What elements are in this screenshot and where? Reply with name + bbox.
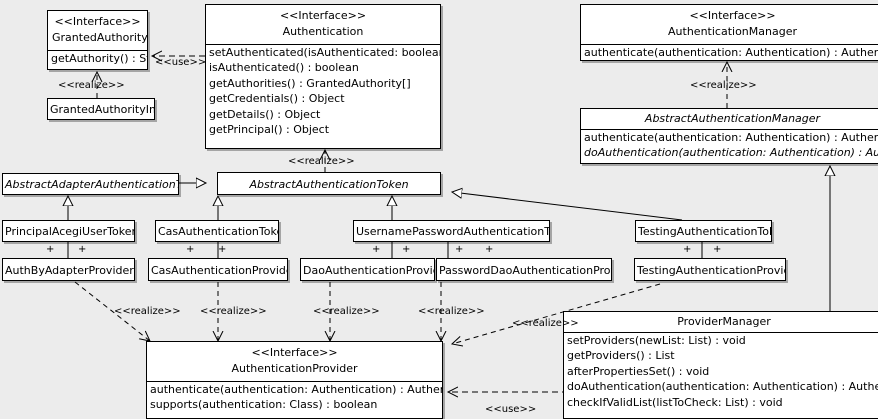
- class-name: Authentication: [282, 25, 364, 38]
- association-end-plus: +: [485, 244, 494, 255]
- class-abstract-authentication-token[interactable]: AbstractAuthenticationToken: [217, 172, 441, 195]
- edge-label-realize-password-dao-authentication-provider: <<realize>>: [418, 306, 485, 317]
- association-end-plus: +: [372, 244, 381, 255]
- class-abstract-authentication-manager[interactable]: AbstractAuthenticationManager authentica…: [580, 108, 878, 164]
- class-name: UsernamePasswordAuthenticationToken: [356, 225, 550, 238]
- operations-compartment: setAuthenticated(isAuthenticated: boolea…: [206, 45, 440, 137]
- class-header: <<Interface>> Authentication: [206, 5, 440, 45]
- class-authentication[interactable]: <<Interface>> Authentication setAuthenti…: [205, 4, 441, 149]
- class-header: <<Interface>> AuthenticationProvider: [147, 342, 442, 382]
- class-name: CasAuthenticationProvider: [151, 264, 288, 277]
- class-cas-authentication-token[interactable]: CasAuthenticationToken: [155, 220, 279, 242]
- operation: setAuthenticated(isAuthenticated: boolea…: [209, 46, 440, 59]
- class-password-dao-authentication-provider[interactable]: PasswordDaoAuthenticationProvider: [436, 258, 612, 281]
- class-name: PasswordDaoAuthenticationProvider: [439, 264, 611, 277]
- association-end-plus: +: [218, 244, 227, 255]
- edge-label-realize-abstract-authentication-token: <<realize>>: [288, 156, 355, 167]
- operation: setProviders(newList: List) : void: [567, 334, 746, 347]
- operation: checkIfValidList(listToCheck: List) : vo…: [567, 395, 783, 409]
- class-name: TestingAuthenticationProvider: [637, 264, 786, 277]
- edge-label-realize-abstract-authentication-manager: <<realize>>: [690, 80, 757, 91]
- association-end-plus: +: [46, 244, 55, 255]
- operation: doAuthentication(authentication: Authent…: [584, 146, 878, 160]
- class-name: AuthenticationManager: [668, 25, 797, 38]
- class-granted-authority-impl[interactable]: GrantedAuthorityImpl: [47, 98, 155, 120]
- class-name: AbstractAuthenticationManager: [644, 112, 821, 125]
- operations-compartment: authenticate(authentication: Authenticat…: [147, 382, 442, 413]
- class-name: GrantedAuthorityImpl: [50, 103, 154, 116]
- operation: doAuthentication(authentication: Authent…: [567, 380, 878, 394]
- association-end-plus: +: [402, 244, 411, 255]
- edge-label-realize-dao-authentication-provider: <<realize>>: [313, 306, 380, 317]
- operation: getProviders() : List: [567, 349, 675, 363]
- class-header: <<Interface>> AuthenticationManager: [581, 5, 878, 45]
- stereotype-label: <<Interface>>: [251, 346, 338, 359]
- class-name: PrincipalAcegiUserToken: [5, 225, 135, 238]
- class-authentication-provider[interactable]: <<Interface>> AuthenticationProvider aut…: [146, 341, 443, 419]
- class-auth-by-adapter-provider[interactable]: AuthByAdapterProvider: [2, 258, 135, 281]
- class-name: ProviderManager: [677, 315, 771, 328]
- class-testing-authentication-provider[interactable]: TestingAuthenticationProvider: [634, 258, 786, 281]
- operations-compartment: setProviders(newList: List) : void getPr…: [564, 333, 878, 410]
- edge-label-use-provider-manager: <<use>>: [485, 404, 537, 415]
- operation: authenticate(authentication: Authenticat…: [584, 46, 878, 59]
- operations-compartment: authenticate(authentication: Authenticat…: [581, 130, 878, 161]
- class-header: ProviderManager: [564, 312, 878, 333]
- association-end-plus: +: [455, 244, 464, 255]
- class-name: AuthenticationProvider: [231, 362, 358, 375]
- class-testing-authentication-token[interactable]: TestingAuthenticationToken: [635, 220, 772, 242]
- class-name: DaoAuthenticationProvider: [303, 264, 434, 277]
- operation: isAuthenticated() : boolean: [209, 61, 359, 75]
- association-end-plus: +: [713, 244, 722, 255]
- class-authentication-manager[interactable]: <<Interface>> AuthenticationManager auth…: [580, 4, 878, 61]
- operation: getAuthorities() : GrantedAuthority[]: [209, 76, 411, 90]
- class-provider-manager[interactable]: ProviderManager setProviders(newList: Li…: [563, 311, 878, 419]
- stereotype-label: <<Interface>>: [279, 9, 367, 22]
- stereotype-label: <<Interface>>: [54, 15, 141, 28]
- class-principal-acegi-user-token[interactable]: PrincipalAcegiUserToken: [2, 220, 135, 242]
- class-abstract-adapter-authentication-token[interactable]: AbstractAdapterAuthenticationToken: [2, 173, 179, 195]
- class-name: TestingAuthenticationToken: [638, 225, 771, 238]
- class-name: AbstractAuthenticationToken: [249, 178, 409, 191]
- operation: getDetails() : Object: [209, 107, 321, 121]
- class-dao-authentication-provider[interactable]: DaoAuthenticationProvider: [300, 258, 435, 281]
- edge-label-realize-testing-authentication-provider: <<realize>>: [512, 318, 579, 329]
- class-name: GrantedAuthority: [52, 31, 148, 44]
- operation: supports(authentication: Class) : boolea…: [150, 398, 378, 412]
- operation: authenticate(authentication: Authenticat…: [584, 131, 878, 144]
- edge-label-realize-auth-by-adapter-provider: <<realize>>: [114, 306, 181, 317]
- operation: getCredentials() : Object: [209, 92, 345, 106]
- class-cas-authentication-provider[interactable]: CasAuthenticationProvider: [148, 258, 288, 281]
- edge-label-use-granted-authority: <<use>>: [155, 57, 207, 68]
- class-granted-authority[interactable]: <<Interface>> GrantedAuthority getAuthor…: [47, 10, 148, 70]
- stereotype-label: <<Interface>>: [689, 9, 776, 22]
- operation: getPrincipal() : Object: [209, 123, 330, 137]
- operations-compartment: getAuthority() : String: [48, 51, 147, 66]
- association-end-plus: +: [683, 244, 692, 255]
- class-name: AbstractAdapterAuthenticationToken: [5, 178, 178, 191]
- operation: getAuthority() : String: [51, 52, 147, 65]
- association-end-plus: +: [78, 244, 87, 255]
- class-name: AuthByAdapterProvider: [5, 264, 134, 277]
- association-end-plus: +: [186, 244, 195, 255]
- class-header: AbstractAuthenticationManager: [581, 109, 878, 130]
- edge-label-realize-granted-authority-impl: <<realize>>: [58, 80, 125, 91]
- operations-compartment: authenticate(authentication: Authenticat…: [581, 45, 878, 60]
- operation: afterPropertiesSet() : void: [567, 364, 710, 378]
- operation: authenticate(authentication: Authenticat…: [150, 383, 442, 396]
- class-name: CasAuthenticationToken: [158, 225, 279, 238]
- class-header: <<Interface>> GrantedAuthority: [48, 11, 148, 51]
- class-username-password-authentication-token[interactable]: UsernamePasswordAuthenticationToken: [353, 220, 550, 242]
- edge-label-realize-cas-authentication-provider: <<realize>>: [200, 306, 267, 317]
